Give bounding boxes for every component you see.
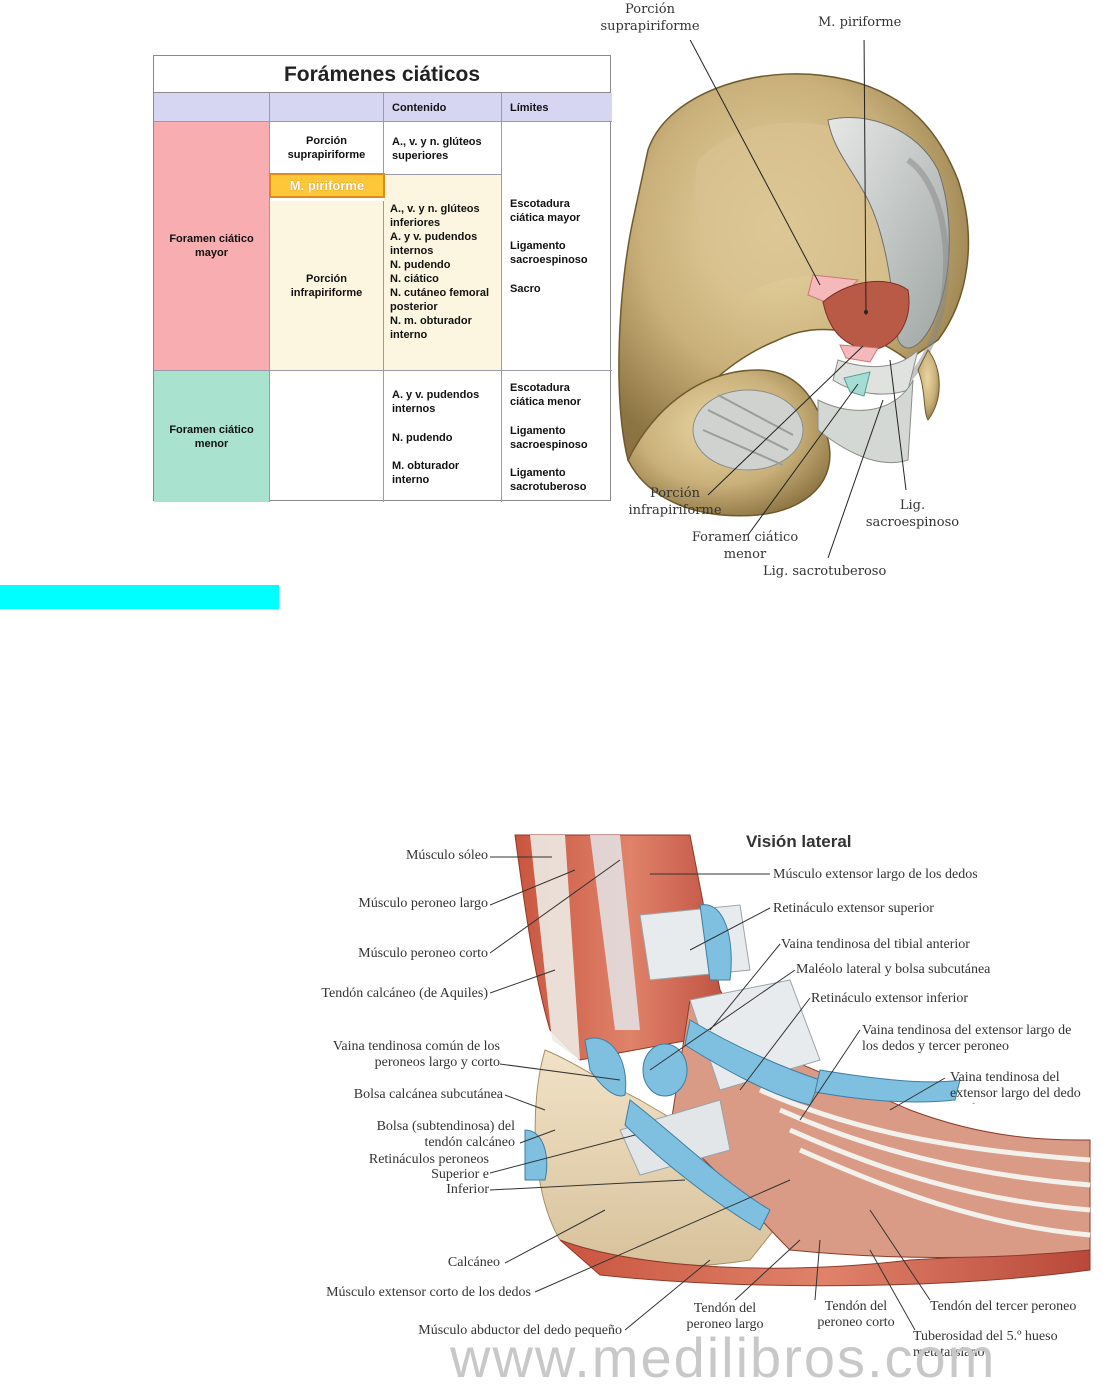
view-title: Visión lateral: [746, 832, 852, 851]
header-contenido-text: Contenido: [392, 102, 447, 114]
label-vaina-extensor-dedo-gordo: Vaina tendinosa del extensor largo del d…: [950, 1070, 1081, 1104]
label-abductor-dedo-pequeno: Músculo abductor del dedo pequeño: [418, 1323, 622, 1338]
label-vaina-extensor-largo-dedos: Vaina tendinosa del extensor largo de lo…: [862, 1023, 1072, 1054]
watermark: www.medilibros.com: [450, 1326, 997, 1389]
sacrum: [827, 116, 950, 349]
list-item: N. pudendo: [392, 432, 453, 444]
label-lig-sacroespinoso: Lig. sacroespinoso: [865, 498, 960, 530]
foramenes-table: Forámenes ciáticos Contenido Límites For…: [153, 55, 612, 502]
label-vaina-peroneos: Vaina tendinosa común de los peroneos la…: [332, 1039, 500, 1070]
infra-content-list: A., v. y n. glúteos inferiores A. y v. p…: [390, 202, 498, 342]
list-item: Ligamento sacroespinoso: [510, 425, 588, 451]
piriformis-muscle: [822, 280, 910, 351]
label-foramen-ciatico-menor: Foramen ciático menor: [691, 530, 799, 562]
label-tendon-peroneo-largo: Tendón del peroneo largo: [686, 1301, 764, 1332]
infra-label: Porción infrapiriforme: [290, 272, 363, 299]
list-item: N. m. obturador interno: [390, 315, 472, 341]
label-extensor-corto: Músculo extensor corto de los dedos: [326, 1285, 531, 1300]
infra-content-cell: A., v. y n. glúteos inferiores A. y v. p…: [384, 175, 502, 371]
header-empty-1: [154, 93, 270, 122]
list-item: Sacro: [510, 283, 541, 295]
label-retinaculo-inferior: Retináculo extensor inferior: [811, 991, 969, 1006]
superior-extensor-retinaculum: [639, 904, 751, 981]
minor-limits-cell: Escotadura ciática menor Ligamento sacro…: [502, 371, 612, 502]
list-item: A., v. y n. glúteos inferiores: [390, 203, 480, 229]
lesser-foramen-region: [843, 371, 871, 397]
label-superior: Superior e: [431, 1167, 489, 1182]
extensor-tendons: [758, 1087, 1091, 1238]
label-m-piriforme: M. piriforme: [818, 15, 902, 30]
header-contenido: Contenido: [384, 93, 502, 122]
foot-illustration: [490, 834, 1091, 1331]
foot-leader-lines: [490, 856, 946, 1331]
label-porcion-infrapiriforme: Porción infrapiriforme: [628, 486, 722, 518]
major-limits-cell: Escotadura ciática mayor Ligamento sacro…: [502, 122, 612, 371]
foramen-menor-cell: Foramen ciático menor: [154, 371, 270, 502]
list-item: M. obturador interno: [392, 460, 460, 486]
list-item: N. ciático: [390, 273, 439, 285]
label-tendon-peroneo-corto: Tendón del peroneo corto: [817, 1299, 895, 1330]
supra-label-cell: Porción suprapiriforme: [270, 122, 384, 175]
piriforme-box: M. piriforme: [269, 173, 385, 198]
infrapiriform-region: [839, 344, 879, 363]
infra-label-cell: Porción infrapiriforme: [270, 201, 384, 371]
table-title: Forámenes ciáticos: [154, 56, 610, 93]
label-calcaneo: Calcáneo: [447, 1255, 500, 1270]
label-musculo-soleo: Músculo sóleo: [405, 848, 488, 863]
list-item: Ligamento sacrotuberoso: [510, 467, 587, 493]
label-bolsa-subtendinosa: Bolsa (subtendinosa) del tendón calcáneo: [376, 1119, 515, 1150]
label-peroneo-corto: Músculo peroneo corto: [358, 946, 488, 961]
supra-content: A., v. y n. glúteos superiores: [392, 136, 482, 162]
minor-content-cell: A. y v. pudendos internos N. pudendo M. …: [384, 371, 502, 502]
list-item: N. cutáneo femoral posterior: [390, 287, 490, 313]
header-limites-text: Límites: [510, 102, 549, 114]
label-lig-sacrotuberoso: Lig. sacrotuberoso: [763, 564, 887, 579]
supra-label: Porción suprapiriforme: [287, 135, 366, 161]
label-vaina-tibial-anterior: Vaina tendinosa del tibial anterior: [781, 937, 970, 952]
label-retinaculo-superior: Retináculo extensor superior: [773, 901, 934, 916]
label-maleolo-lateral: Maléolo lateral y bolsa subcutánea: [796, 962, 991, 977]
sacrotuberous-ligament: [817, 379, 914, 464]
label-tendon-calcaneo: Tendón calcáneo (de Aquiles): [321, 986, 488, 1001]
label-extensor-largo-dedos: Músculo extensor largo de los dedos: [773, 867, 978, 882]
label-retinaculos-peroneos: Retináculos peroneos: [368, 1152, 489, 1167]
achilles-tendon: [530, 835, 580, 1060]
header-limites: Límites: [502, 93, 612, 122]
list-item: N. pudendo: [390, 259, 451, 271]
lateral-malleolus: [642, 1043, 688, 1097]
header-empty-2: [270, 93, 384, 122]
list-item: A. y v. pudendos internos: [390, 231, 478, 257]
foramen-menor-label: Foramen ciático menor: [169, 423, 254, 450]
minor-empty-cell: [270, 371, 384, 502]
list-item: Escotadura ciática mayor: [510, 198, 581, 224]
label-tendon-tercer-peroneo: Tendón del tercer peroneo: [930, 1299, 1077, 1314]
foramen-mayor-cell: Foramen ciático mayor: [154, 122, 270, 371]
coccyx: [917, 349, 940, 421]
list-item: Ligamento sacroespinoso: [510, 240, 588, 266]
label-peroneo-largo: Músculo peroneo largo: [358, 896, 488, 911]
pelvis-illustration: [618, 40, 970, 559]
list-item: A. y v. pudendos internos: [392, 389, 480, 415]
foramen-mayor-label: Foramen ciático mayor: [169, 233, 254, 259]
pelvis-leader-lines: [689, 40, 907, 559]
supra-content-cell: A., v. y n. glúteos superiores: [384, 122, 502, 175]
list-item: Escotadura ciática menor: [510, 382, 581, 408]
highlight-bar: [0, 585, 279, 609]
label-inferior: Inferior: [446, 1182, 489, 1197]
label-bolsa-subcutanea: Bolsa calcánea subcutánea: [353, 1087, 503, 1102]
label-tuberosidad-5-metatarsiano: Tuberosidad del 5.º hueso metatarsiano: [913, 1329, 1058, 1360]
label-porcion-suprapiriforme: Porción suprapiriforme: [600, 2, 700, 34]
tendon-sheaths: [524, 904, 961, 1231]
